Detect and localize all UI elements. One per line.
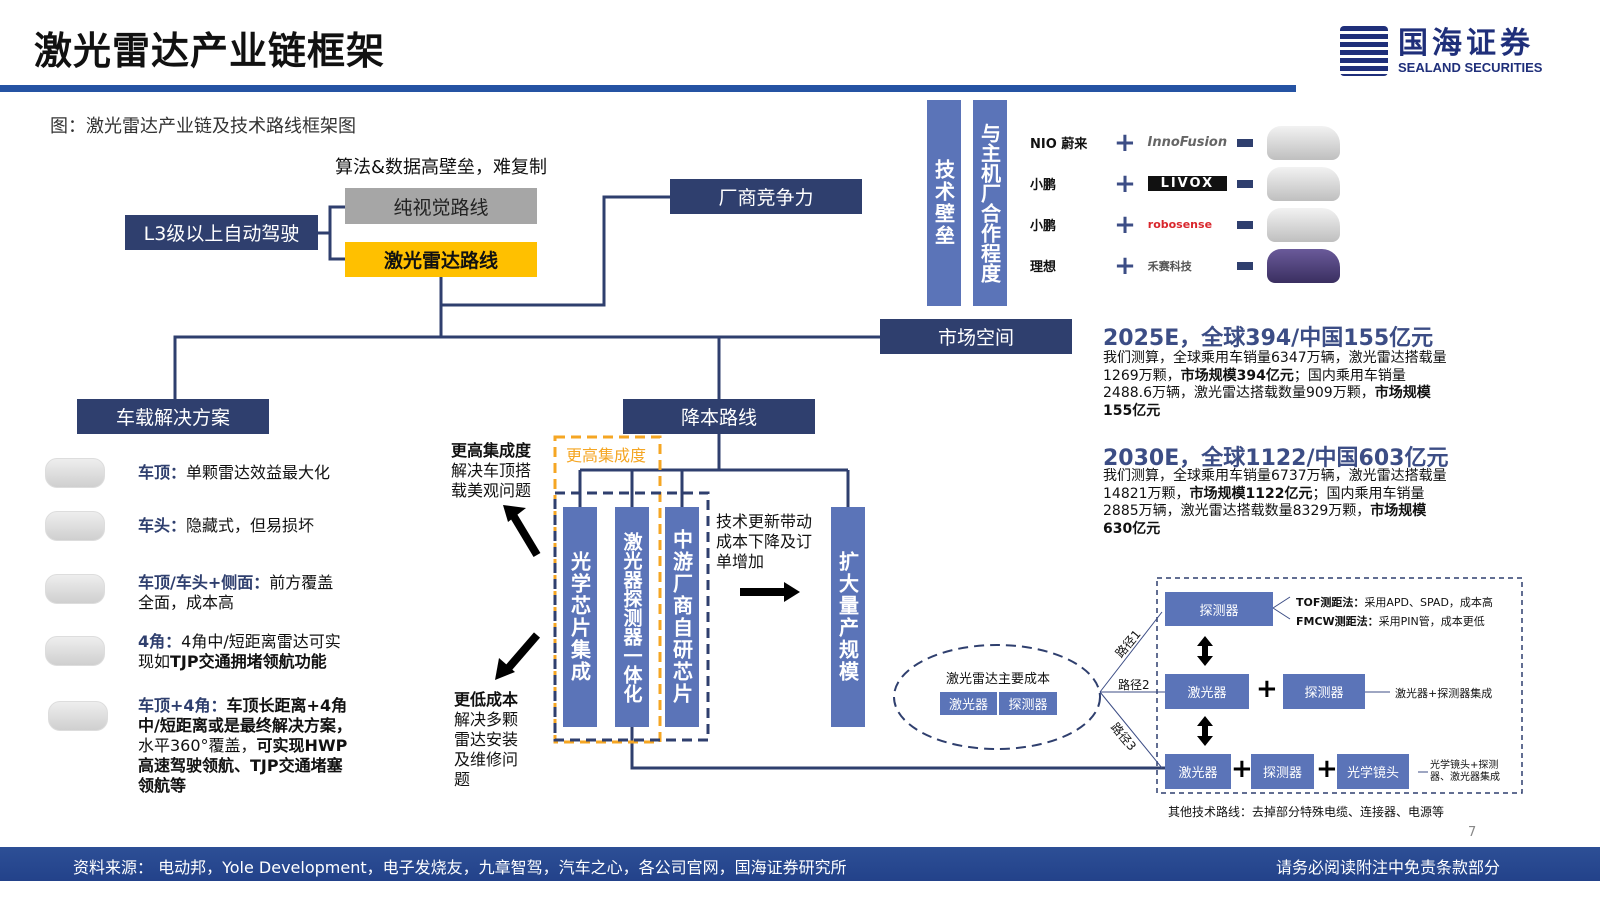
- market-2030-body: 我们测算，全球乘用车销量6737万辆，激光雷达搭载量14821万颗，市场规模11…: [1103, 468, 1447, 537]
- car-side-icon: [45, 574, 105, 604]
- tof-note: TOF测距法：采用APD、SPAD，成本高: [1296, 596, 1493, 609]
- tech-update-note: 技术更新带动成本下降及订单增加: [716, 512, 813, 571]
- tech-barrier-box: 技术壁垒: [927, 100, 961, 306]
- sealand-logo-icon: [1340, 26, 1388, 76]
- lidar-route-box: 激光雷达路线: [345, 242, 537, 277]
- company-logo: 国海证券 SEALAND SECURITIES: [1340, 26, 1542, 76]
- car-front-icon: [45, 511, 105, 541]
- path2-label: 路径2: [1118, 678, 1150, 692]
- other-routes-note: 其他技术路线：去掉部分特殊电缆、连接器、电源等: [1168, 805, 1445, 819]
- plus-icon: +: [1231, 754, 1253, 784]
- main-cost-title: 激光雷达主要成本: [946, 672, 1051, 687]
- fmcw-note: FMCW测距法：采用PIN管，成本更低: [1296, 615, 1485, 628]
- r3-optics-box: 光学镜头: [1337, 754, 1409, 789]
- partner-row: 小鹏+LIVOX: [1030, 163, 1340, 204]
- plus-icon: +: [1256, 674, 1278, 704]
- optical-chip-box: 光学芯片集成: [563, 507, 597, 727]
- market-2030-title: 2030E，全球1122/中国603亿元: [1103, 446, 1449, 471]
- higher-integration-note: 更高集成度解决车顶搭载美观问题: [451, 441, 532, 500]
- solution-item: 4角：4角中/短距离雷达可实现如TJP交通拥堵领航功能: [138, 632, 341, 671]
- competitiveness-box: 厂商竞争力: [670, 179, 862, 214]
- market-2025-title: 2025E，全球394/中国155亿元: [1103, 326, 1434, 351]
- r2-laser-box: 激光器: [1165, 674, 1249, 709]
- ellipse-laser-box: 激光器: [940, 692, 997, 715]
- l3-autonomous-box: L3级以上自动驾驶: [125, 215, 318, 250]
- vehicle-solutions-box: 车载解决方案: [77, 399, 269, 434]
- page-number: 7: [1468, 825, 1477, 840]
- vision-route-box: 纯视觉路线: [345, 188, 537, 224]
- page-title: 激光雷达产业链框架: [34, 29, 386, 73]
- moat-note: 算法&数据高壁垒，难复制: [335, 157, 548, 178]
- solution-item: 车顶/车头+侧面：前方覆盖全面，成本高: [138, 573, 334, 612]
- market-space-box: 市场空间: [880, 319, 1072, 354]
- plus-icon: +: [1316, 754, 1338, 784]
- r3-laser-box: 激光器: [1165, 754, 1231, 789]
- r2-detector-box: 探测器: [1283, 674, 1365, 709]
- market-2025-body: 我们测算，全球乘用车销量6347万辆，激光雷达搭载量1269万颗，市场规模394…: [1103, 350, 1447, 419]
- solution-item: 车头：隐藏式，但易损坏: [138, 516, 315, 535]
- ellipse-detector-box: 探测器: [999, 692, 1057, 715]
- disclaimer: 请务必阅读附注中免责条款部分: [1276, 858, 1501, 877]
- title-bar: [0, 85, 1296, 92]
- lower-cost-note: 更低成本解决多颗雷达安装及维修问题: [454, 690, 519, 789]
- mass-production-box: 扩大量产规模: [831, 507, 865, 727]
- r3-note: 光学镜头+探测器、激光器集成: [1430, 760, 1500, 783]
- partner-row: NIO 蔚来+InnoFusion: [1030, 122, 1340, 163]
- laser-detector-box: 激光器探测器一体化: [615, 507, 649, 727]
- solution-item: 车顶+4角：车顶长距离+4角中/短距离或是最终解决方案，水平360°覆盖，可实现…: [138, 696, 352, 795]
- partner-row: 理想+禾赛科技: [1030, 245, 1340, 286]
- oem-cooperation-box: 与主机厂合作程度: [973, 100, 1007, 306]
- cost-reduction-box: 降本路线: [623, 399, 815, 434]
- figure-caption: 图：激光雷达产业链及技术路线框架图: [50, 116, 356, 137]
- partner-row: 小鹏+robosense: [1030, 204, 1340, 245]
- r1-detector-box: 探测器: [1165, 592, 1273, 626]
- footer-bar: 资料来源： 电动邦，Yole Development，电子发烧友，九章智驾，汽车…: [0, 847, 1600, 881]
- orange-integration-label: 更高集成度: [566, 446, 647, 465]
- car-corners-icon: [45, 636, 105, 666]
- logo-cn: 国海证券: [1398, 25, 1534, 61]
- logo-en: SEALAND SECURITIES: [1398, 59, 1543, 75]
- solution-item: 车顶：单颗雷达效益最大化: [138, 463, 331, 482]
- partner-list: NIO 蔚来+InnoFusion 小鹏+LIVOX 小鹏+robosense …: [1030, 122, 1340, 286]
- midstream-chip-box: 中游厂商自研芯片: [665, 507, 699, 727]
- car-roof-corners-icon: [48, 701, 108, 731]
- source-note: 资料来源： 电动邦，Yole Development，电子发烧友，九章智驾，汽车…: [73, 858, 847, 877]
- r3-detector-box: 探测器: [1251, 754, 1314, 789]
- r2-note: 激光器+探测器集成: [1395, 687, 1493, 700]
- car-roof-icon: [45, 458, 105, 488]
